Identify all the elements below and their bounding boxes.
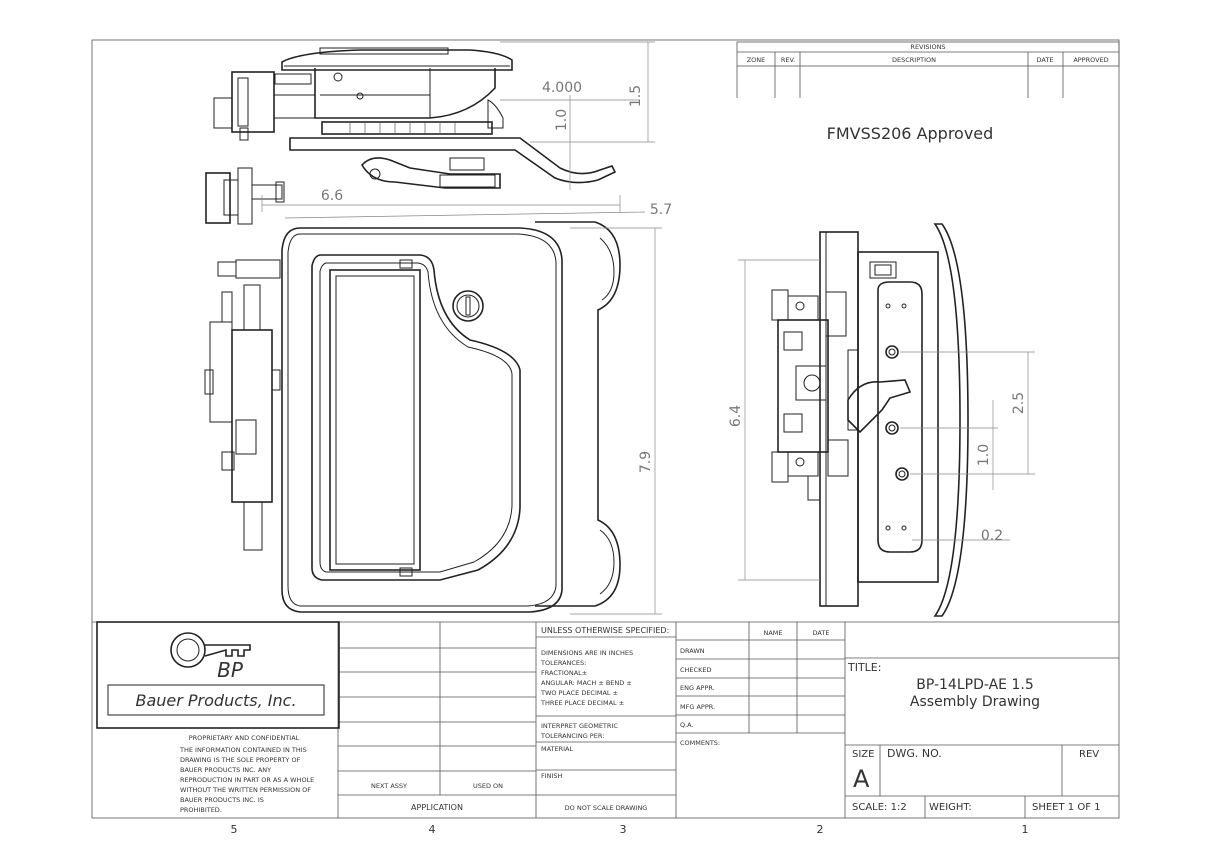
approval-row-eng: ENG APPR. — [680, 684, 715, 692]
interpret-line: TOLERANCING PER: — [540, 732, 604, 740]
proprietary-line: BAUER PRODUCTS INC. ANY — [180, 766, 271, 774]
next-assy-label: NEXT ASSY — [371, 782, 407, 790]
rev-col-date: DATE — [1037, 56, 1054, 64]
application-label: APPLICATION — [411, 803, 463, 812]
tolerance-line: THREE PLACE DECIMAL ± — [540, 699, 624, 707]
rev-col-approved: APPROVED — [1073, 56, 1108, 64]
side-view — [771, 223, 969, 617]
approval-note: FMVSS206 Approved — [827, 124, 994, 143]
dim-top-height: 1.5 — [628, 85, 644, 107]
tolerance-line: ANGULAR: MACH ± BEND ± — [541, 679, 632, 687]
size-label: SIZE — [852, 749, 874, 760]
zone-label-5: 5 — [231, 823, 238, 836]
tolerance-line: DIMENSIONS ARE IN INCHES — [541, 649, 633, 657]
logo-initials: BP — [217, 658, 244, 682]
dim-side-height: 6.4 — [728, 405, 744, 427]
revision-table: REVISIONS ZONE REV. DESCRIPTION DATE APP… — [736, 41, 1120, 98]
approval-row-drawn: DRAWN — [680, 647, 705, 655]
top-view — [205, 47, 617, 225]
revisions-header: REVISIONS — [910, 43, 945, 51]
tolerance-block: UNLESS OTHERWISE SPECIFIED: DIMENSIONS A… — [540, 626, 669, 812]
dim-overall-height: 7.9 — [638, 451, 654, 473]
tolerance-heading: UNLESS OTHERWISE SPECIFIED: — [541, 626, 669, 635]
scale-label: SCALE: 1:2 — [852, 802, 907, 813]
zone-label-2: 2 — [817, 823, 824, 836]
drawing-title-line2: Assembly Drawing — [910, 694, 1040, 710]
sheet-label: SHEET 1 OF 1 — [1032, 802, 1101, 813]
front-view — [204, 221, 621, 613]
title-info: TITLE: BP-14LPD-AE 1.5 Assembly Drawing … — [847, 661, 1101, 813]
approval-row-checked: CHECKED — [680, 666, 711, 674]
rev-col-zone: ZONE — [747, 56, 766, 64]
application-block: NEXT ASSY USED ON APPLICATION — [371, 782, 503, 812]
side-view-dimensions: 6.4 2.5 1.0 0.2 — [728, 259, 1035, 581]
proprietary-line: BAUER PRODUCTS INC. IS — [180, 796, 264, 804]
proprietary-line: THE INFORMATION CONTAINED IN THIS — [179, 746, 307, 754]
dwg-no-label: DWG. NO. — [887, 747, 942, 760]
interpret-line: INTERPRET GEOMETRIC — [541, 722, 618, 730]
tolerance-line: FRACTIONAL± — [541, 669, 587, 677]
tolerance-line: TOLERANCES: — [540, 659, 586, 667]
zone-labels: 5 4 3 2 1 — [231, 823, 1029, 836]
proprietary-heading: PROPRIETARY AND CONFIDENTIAL — [189, 734, 300, 742]
dim-overall-width: 5.7 — [650, 202, 672, 218]
approvals-block: NAME DATE DRAWN CHECKED ENG APPR. MFG AP… — [680, 629, 829, 747]
proprietary-line: DRAWING IS THE SOLE PROPERTY OF — [180, 756, 301, 764]
zone-label-3: 3 — [620, 823, 627, 836]
do-not-scale-label: DO NOT SCALE DRAWING — [565, 804, 648, 812]
dim-top-inner: 1.0 — [554, 109, 570, 131]
rev-col-description: DESCRIPTION — [892, 56, 936, 64]
proprietary-line: REPRODUCTION IN PART OR AS A WHOLE — [180, 776, 314, 784]
title-label: TITLE: — [847, 661, 881, 674]
rev-label: REV — [1079, 749, 1099, 760]
tolerance-line: TWO PLACE DECIMAL ± — [540, 689, 618, 697]
approval-row-mfg: MFG APPR. — [680, 703, 715, 711]
company-logo: BP Bauer Products, Inc. — [96, 621, 340, 729]
top-view-dimensions: 4.000 1.0 1.5 6.6 5.7 — [261, 41, 672, 219]
dim-hole-pitch: 1.0 — [976, 444, 992, 466]
proprietary-line: WITHOUT THE WRITTEN PERMISSION OF — [180, 786, 311, 794]
finish-label: FINISH — [541, 772, 563, 780]
size-value: A — [853, 765, 870, 793]
material-label: MATERIAL — [541, 745, 574, 753]
approval-row-qa: Q.A. — [680, 721, 694, 729]
zone-label-4: 4 — [429, 823, 436, 836]
dim-offset: 0.2 — [981, 528, 1003, 544]
company-name: Bauer Products, Inc. — [135, 691, 296, 710]
key-icon — [170, 632, 251, 668]
weight-label: WEIGHT: — [929, 802, 972, 813]
drawing-title-line1: BP-14LPD-AE 1.5 — [916, 677, 1034, 693]
used-on-label: USED ON — [473, 782, 503, 790]
proprietary-notice: PROPRIETARY AND CONFIDENTIAL THE INFORMA… — [179, 734, 314, 814]
sheet-border — [91, 39, 1120, 819]
comments-label: COMMENTS: — [680, 739, 720, 747]
rev-col-rev: REV. — [781, 56, 795, 64]
approvals-date-header: DATE — [813, 629, 830, 637]
zone-label-1: 1 — [1022, 823, 1029, 836]
dim-side-length: 6.6 — [321, 188, 343, 204]
front-view-dimensions: 7.9 — [570, 227, 662, 615]
proprietary-line: PROHIBITED. — [180, 806, 222, 814]
dim-top-width: 4.000 — [542, 80, 582, 96]
approvals-name-header: NAME — [763, 629, 782, 637]
dim-hole-span: 2.5 — [1011, 392, 1027, 414]
